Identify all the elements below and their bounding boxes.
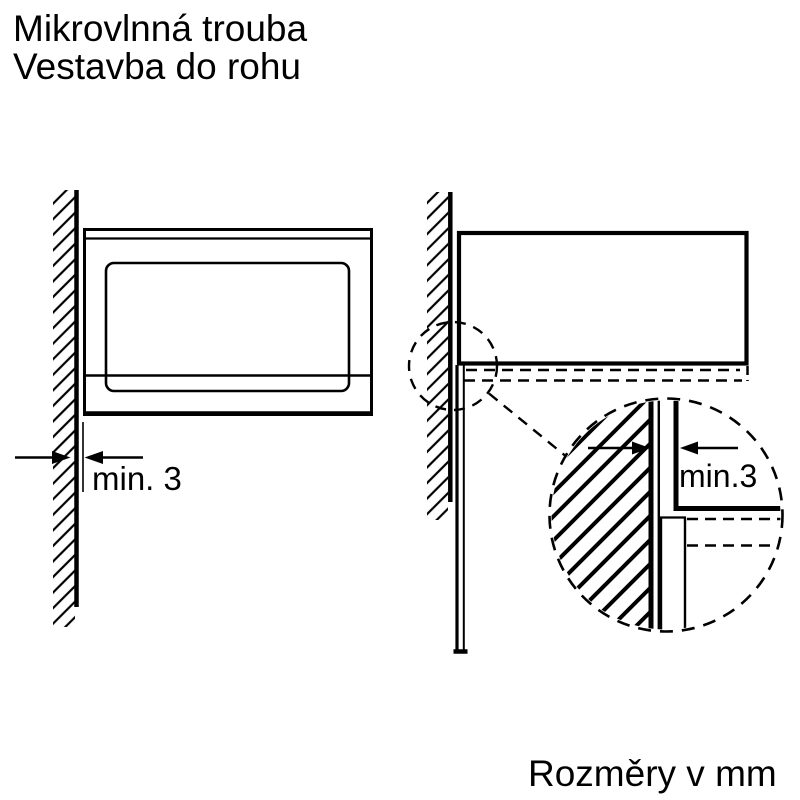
- front-gap-dimension-label: min. 3: [92, 460, 182, 497]
- front-gap-dimension: min. 3: [15, 422, 182, 497]
- dimension-arrow-right-head: [84, 451, 103, 464]
- detail-arrow-right-head: [680, 441, 698, 455]
- front-wall-hatching: [53, 190, 75, 627]
- detail-zoom-circle: [548, 397, 784, 633]
- page-title-line-1: Mikrovlnná trouba: [13, 8, 308, 49]
- detail-arrow-left-head: [632, 441, 650, 455]
- footer-units-label: Rozměry v mm: [528, 753, 777, 794]
- microwave-door-window: [104, 261, 351, 393]
- detail-gap-dimension-label: min.3: [679, 458, 757, 494]
- cabinet-outline: [456, 230, 749, 366]
- page-title: Mikrovlnná trouba Vestavba do rohu: [13, 8, 308, 87]
- dimension-arrow-left-head: [52, 451, 71, 464]
- side-wall-hatching: [427, 192, 448, 520]
- detail-callout-connector: [488, 392, 566, 457]
- detail-wall-hatching: [551, 400, 649, 630]
- front-view: min. 3: [15, 190, 373, 627]
- page-title-line-2: Vestavba do rohu: [13, 46, 301, 87]
- side-view: min.3: [407, 192, 784, 654]
- detail-marker-circle: [407, 320, 499, 412]
- side-panel: [453, 365, 468, 654]
- microwave-outline: [83, 228, 373, 416]
